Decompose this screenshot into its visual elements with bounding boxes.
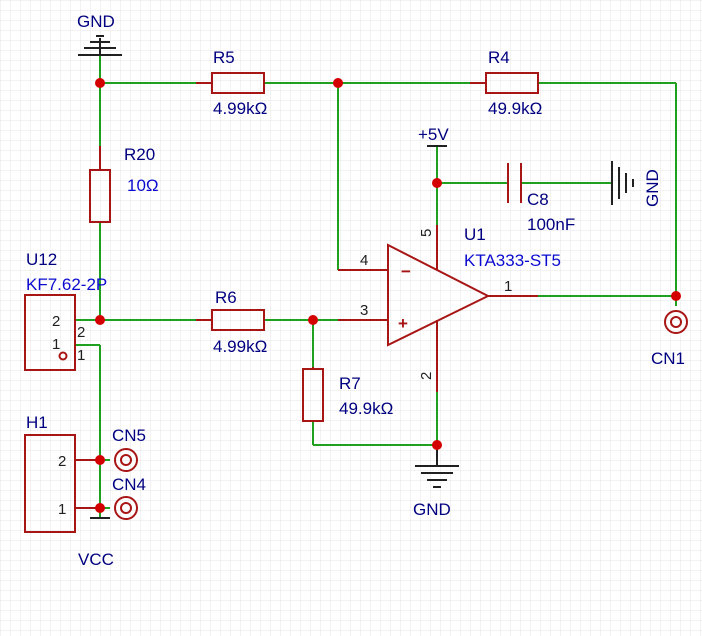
r4-ref: R4 <box>488 48 510 67</box>
gnd-top-label: GND <box>77 12 115 31</box>
u1-pin4: 4 <box>360 252 368 269</box>
r5-ref: R5 <box>213 48 235 67</box>
component-bodies <box>24 72 539 533</box>
test-points <box>114 310 688 520</box>
u1-pin5: 5 <box>418 229 435 237</box>
h1-pin2: 2 <box>58 453 66 470</box>
gnd-top-symbol[interactable] <box>78 35 122 56</box>
junction-top-left <box>95 78 105 88</box>
u12-pin2-outer: 2 <box>77 324 85 341</box>
cn5-label: CN5 <box>112 426 146 445</box>
r6-value: 4.99kΩ <box>213 337 267 356</box>
r5-body[interactable] <box>211 72 265 94</box>
r7-ref: R7 <box>339 374 361 393</box>
junction-h1-pin2 <box>95 455 105 465</box>
cn5-inner <box>120 454 132 466</box>
u1-minus-symbol: − <box>401 262 411 281</box>
u1-pin2: 2 <box>418 372 435 380</box>
h1-body[interactable] <box>24 434 76 533</box>
r4-body[interactable] <box>485 72 539 94</box>
cn4-label: CN4 <box>112 475 146 494</box>
r7-body[interactable] <box>302 368 324 422</box>
c8-value: 100nF <box>527 215 575 234</box>
junctions <box>95 78 681 513</box>
r20-ref: R20 <box>124 145 155 164</box>
r6-ref: R6 <box>215 288 237 307</box>
h1-pin1: 1 <box>58 501 66 518</box>
h1-ref: H1 <box>26 413 48 432</box>
vcc-label: VCC <box>78 550 114 569</box>
junction-output <box>671 291 681 301</box>
u12-value: KF7.62-2P <box>26 275 107 294</box>
gnd-right-symbol[interactable] <box>611 161 634 205</box>
junction-top-mid <box>333 78 343 88</box>
gnd-right-label: GND <box>643 169 662 207</box>
u1-value: KTA333-ST5 <box>464 251 561 270</box>
u12-pin2-inner: 2 <box>52 313 60 330</box>
cn1-outer[interactable] <box>664 310 688 334</box>
u1-pin3: 3 <box>360 302 368 319</box>
cn4-outer[interactable] <box>114 496 138 520</box>
u1-plus-symbol: + <box>398 314 408 333</box>
junction-left-mid <box>95 315 105 325</box>
junction-noninv <box>308 315 318 325</box>
c8-ref: C8 <box>527 190 549 209</box>
cn5-outer[interactable] <box>114 448 138 472</box>
gnd-bottom-label: GND <box>413 500 451 519</box>
junction-gnd <box>432 440 442 450</box>
r4-value: 49.9kΩ <box>488 99 542 118</box>
cn1-inner <box>670 316 682 328</box>
u12-body[interactable] <box>24 294 76 371</box>
u12-ref: U12 <box>26 250 57 269</box>
junction-h1-pin1 <box>95 503 105 513</box>
cn1-label: CN1 <box>651 349 685 368</box>
u12-pin1-marker <box>58 351 68 361</box>
u1-ref: U1 <box>464 225 486 244</box>
cn4-inner <box>120 502 132 514</box>
r6-body[interactable] <box>211 309 265 331</box>
junction-vplus <box>432 178 442 188</box>
vplus-label: +5V <box>418 125 449 144</box>
u1-pin1: 1 <box>504 278 512 295</box>
r5-value: 4.99kΩ <box>213 99 267 118</box>
r7-value: 49.9kΩ <box>339 399 393 418</box>
r20-body[interactable] <box>89 169 111 223</box>
u12-pin1-inner: 1 <box>52 336 60 353</box>
u12-pin1-outer: 1 <box>77 347 85 364</box>
r20-value: 10Ω <box>127 176 159 195</box>
